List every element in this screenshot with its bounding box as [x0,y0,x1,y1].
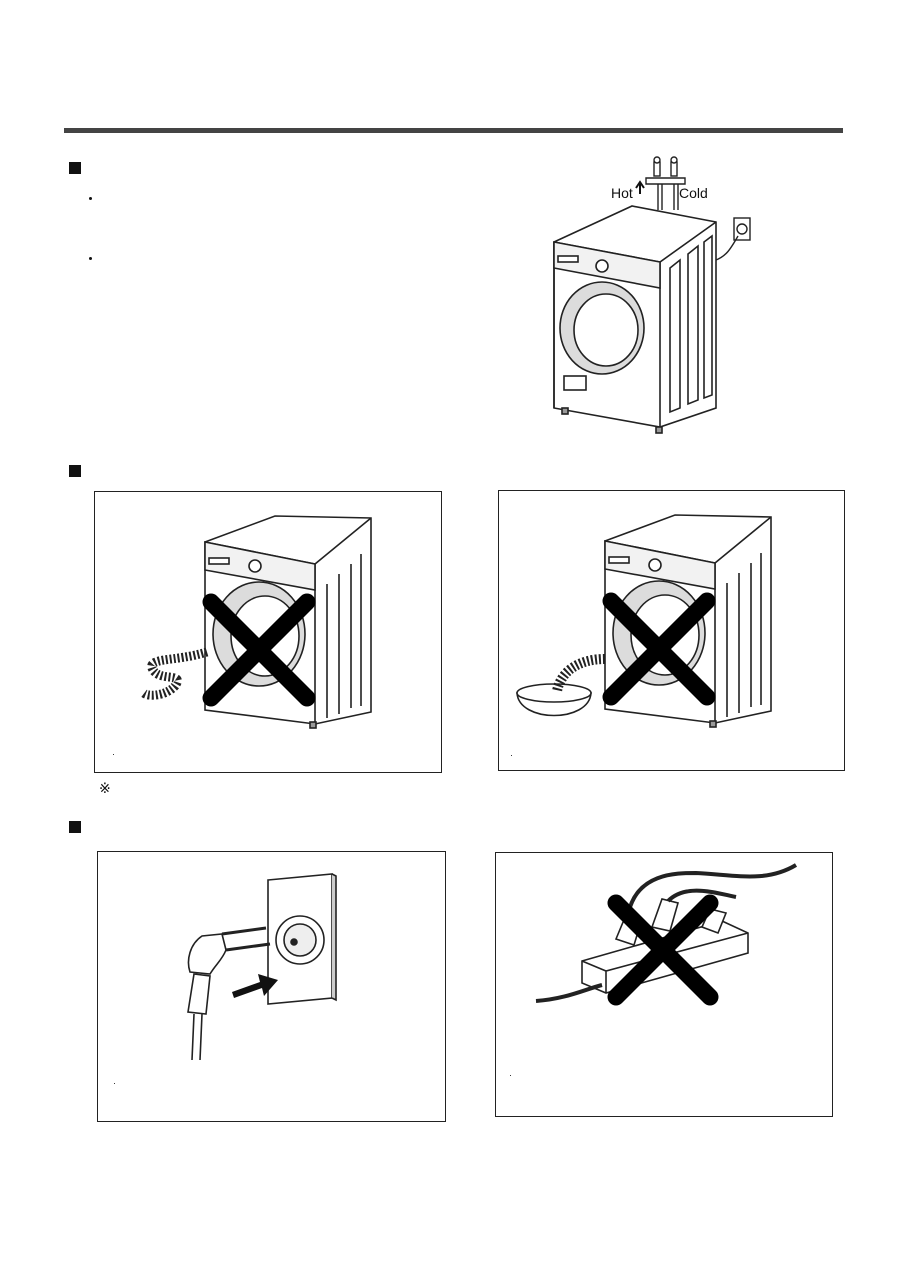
washing-machine-icon [553,156,751,434]
caption-mark: · [510,750,513,760]
bullet-2 [89,257,92,260]
cold-label: Cold [679,185,708,201]
note-symbol: ※ [99,781,111,797]
power-strip-illustration [535,863,798,1006]
washing-machine-install-illustration [540,150,760,440]
washing-machine-hose-floor-illustration [138,515,372,729]
multi-plug-panel: · [495,852,833,1117]
caption-mark: · [509,1070,512,1080]
faucet-icon [645,156,686,210]
section-marker-power [69,821,81,833]
plug-insert-panel: · [97,851,446,1122]
washing-machine-hose-basin-illustration [516,514,772,728]
section-marker-install [69,162,81,174]
section-divider [64,128,843,133]
power-outlet-icon [715,217,751,261]
section-marker-drain [69,465,81,477]
plug-insert-illustration [187,873,337,1061]
drain-hose-basin-panel: · [498,490,845,771]
bullet-1 [89,197,92,200]
hot-label: Hot [611,185,633,201]
drain-hose-floor-panel: · [94,491,442,773]
caption-mark: · [113,1078,116,1088]
caption-mark: · [112,749,115,759]
